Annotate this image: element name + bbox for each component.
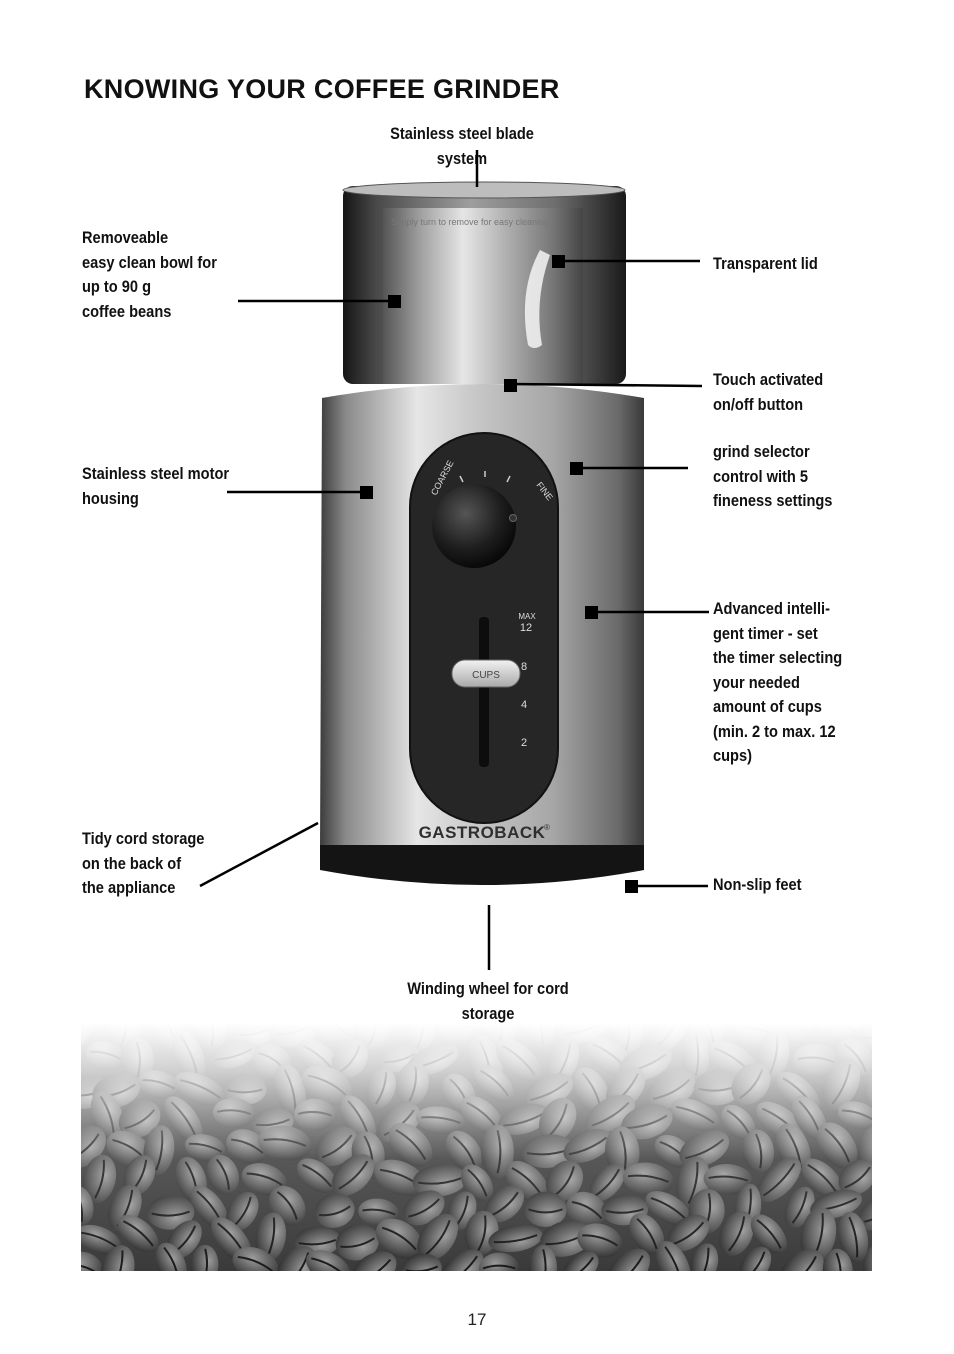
label-timer: Advanced intelli- gent timer - set the t… — [713, 599, 843, 765]
label-cord-storage: Tidy cord storage on the back of the app… — [82, 829, 205, 897]
label-touch-button: Touch activated on/off button — [713, 370, 824, 414]
page-number: 17 — [467, 1310, 487, 1329]
timer-slider-track — [479, 617, 489, 767]
label-non-slip-feet: Non-slip feet — [713, 875, 802, 894]
brand-logo: GASTROBACK — [419, 823, 546, 842]
callout-marker-bowl — [388, 295, 401, 308]
cups-button-label: CUPS — [472, 670, 500, 681]
page-title: KNOWING YOUR COFFEE GRINDER — [84, 74, 560, 104]
callout-marker-selector — [570, 462, 583, 475]
timer-mark-8: 8 — [521, 661, 527, 673]
callout-marker-timer — [585, 606, 598, 619]
timer-max-label: MAX — [518, 612, 536, 621]
label-grind-selector: grind selector control with 5 fineness s… — [713, 442, 833, 510]
callout-markers — [360, 255, 638, 893]
callout-marker-lid — [552, 255, 565, 268]
label-transparent-lid: Transparent lid — [713, 254, 818, 273]
callout-line-cord — [199, 821, 319, 888]
control-panel: COARSE FINE CUPS MAX 12 8 4 2 — [409, 432, 559, 824]
label-winding-wheel: Winding wheel for cord storage — [407, 979, 569, 1023]
callout-lines — [199, 150, 709, 970]
coffee-beans-photo — [81, 1023, 872, 1271]
callout-marker-feet — [625, 880, 638, 893]
brand-trademark: ® — [544, 823, 550, 832]
timer-mark-2: 2 — [521, 737, 527, 749]
callout-line-touch — [509, 382, 703, 388]
timer-mark-4: 4 — [521, 699, 527, 711]
transparent-lid: Simply turn to remove for easy cleaning — [342, 181, 626, 384]
lid-engraving: Simply turn to remove for easy cleaning — [391, 217, 549, 227]
label-removeable-bowl: Removeable easy clean bowl for up to 90 … — [82, 228, 217, 321]
label-blade-system: Stainless steel blade system — [390, 124, 534, 168]
callout-marker-housing — [360, 486, 373, 499]
callout-marker-touch — [504, 379, 517, 392]
cups-slider-button[interactable] — [451, 659, 521, 688]
timer-mark-12: 12 — [520, 622, 532, 634]
grind-selector-knob[interactable] — [432, 484, 516, 568]
coffee-grinder-diagram: Simply turn to remove for easy cleaning … — [199, 150, 709, 970]
label-motor-housing: Stainless steel motor housing — [82, 464, 230, 508]
